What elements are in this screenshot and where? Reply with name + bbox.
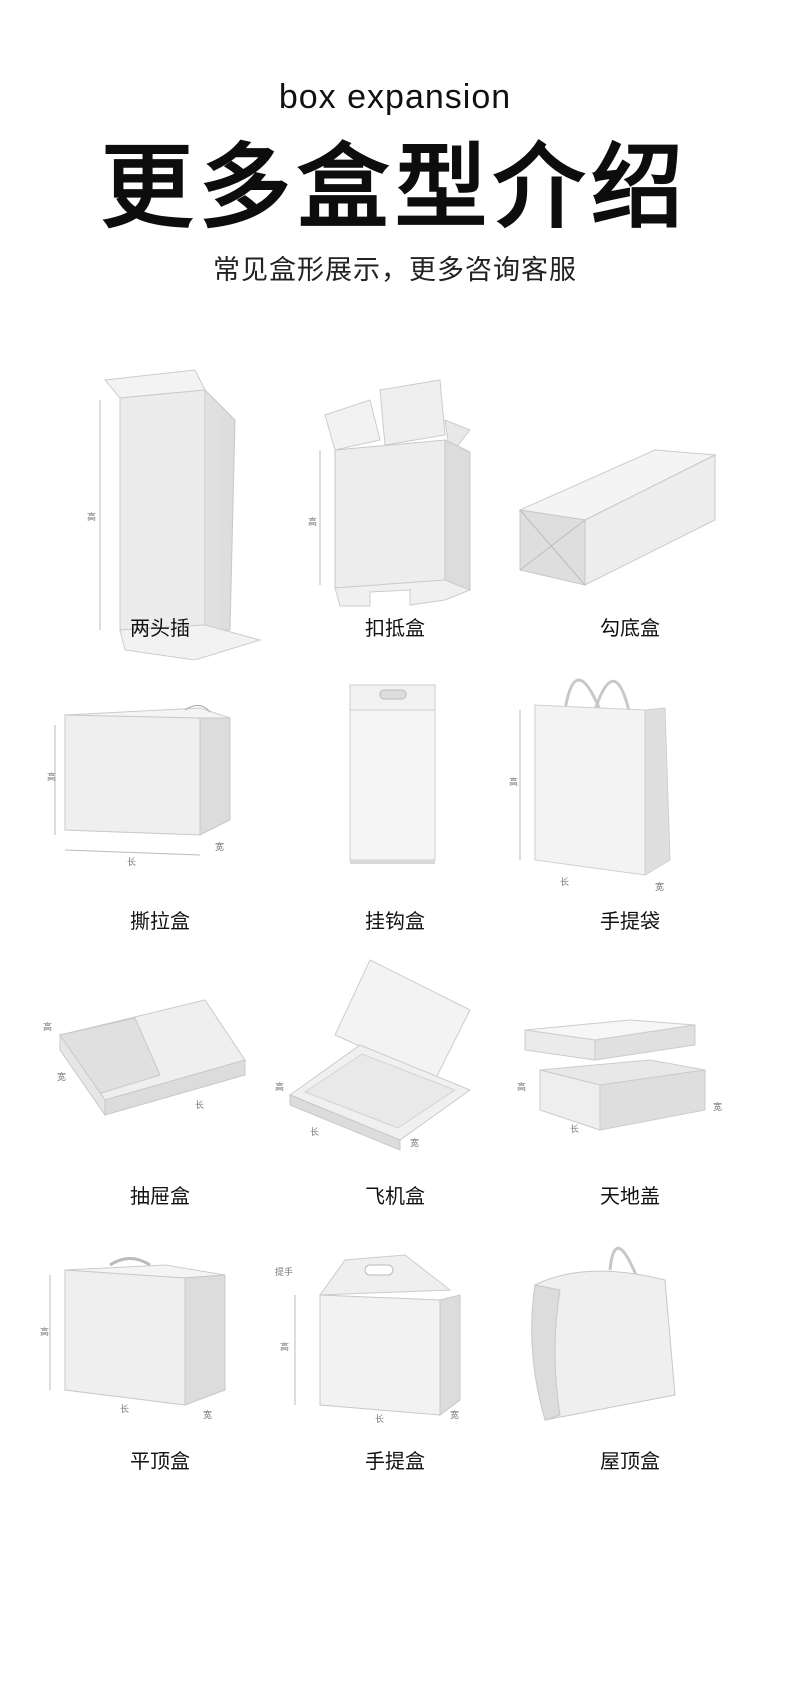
dim-width-label: 宽 bbox=[655, 881, 664, 893]
dim-height-label: 高 bbox=[40, 1326, 49, 1338]
dim-length-label: 长 bbox=[375, 1413, 384, 1425]
dim-height-label: 高 bbox=[87, 511, 96, 523]
box-label: 撕拉盒 bbox=[130, 909, 190, 933]
box-item-paper-bag: 高 长 宽 手提袋 bbox=[505, 660, 755, 960]
lock-bottom-box-icon: 高 bbox=[308, 379, 472, 607]
box-label: 扣抵盒 bbox=[365, 616, 425, 640]
dim-length-label: 长 bbox=[570, 1123, 579, 1135]
dim-height-label: 高 bbox=[47, 771, 56, 783]
lid-base-box-icon: 高 长 宽 bbox=[517, 1019, 722, 1135]
box-item-lid-base: 高 长 宽 天地盖 bbox=[505, 960, 755, 1220]
dim-length-label: 长 bbox=[560, 876, 569, 888]
flat-top-box-icon: 高 长 宽 bbox=[40, 1257, 226, 1421]
handle-box-icon: 提手 高 长 宽 bbox=[275, 1254, 461, 1425]
box-label: 勾底盒 bbox=[600, 616, 660, 640]
box-item-hanger: 挂钩盒 bbox=[270, 670, 520, 970]
hook-bottom-box-icon bbox=[518, 449, 717, 586]
box-item-lock-bottom: 高 扣抵盒 bbox=[270, 360, 520, 700]
dim-handle-label: 提手 bbox=[275, 1266, 293, 1278]
box-label: 两头插 bbox=[130, 616, 190, 640]
box-item-hook-bottom: 勾底盒 bbox=[505, 360, 755, 700]
dim-length-label: 长 bbox=[310, 1126, 319, 1138]
box-label: 天地盖 bbox=[600, 1184, 660, 1208]
box-label: 手提袋 bbox=[600, 909, 660, 933]
dim-length-label: 长 bbox=[127, 856, 136, 868]
tuck-end-box-icon: 高 bbox=[87, 369, 262, 660]
box-label: 飞机盒 bbox=[365, 1184, 425, 1208]
box-item-tuck-end: 高 两头插 bbox=[35, 360, 285, 700]
paper-bag-icon: 高 长 宽 bbox=[509, 678, 671, 893]
dim-width-label: 宽 bbox=[215, 841, 224, 853]
dim-width-label: 宽 bbox=[713, 1101, 722, 1113]
dim-width-label: 宽 bbox=[450, 1409, 459, 1421]
box-item-mailer: 高 长 宽 飞机盒 bbox=[270, 950, 520, 1220]
box-item-roof: 屋顶盒 bbox=[505, 1230, 755, 1490]
dim-width-label: 宽 bbox=[203, 1409, 212, 1421]
dim-length-label: 长 bbox=[195, 1099, 204, 1111]
dim-height-label: 高 bbox=[275, 1081, 284, 1093]
box-label: 抽屉盒 bbox=[130, 1184, 190, 1208]
dim-length-label: 长 bbox=[120, 1403, 129, 1415]
dim-height-label: 高 bbox=[308, 516, 317, 528]
dim-width-label: 宽 bbox=[410, 1137, 419, 1149]
hanger-box-icon bbox=[349, 684, 436, 864]
dim-height-label: 高 bbox=[509, 776, 518, 788]
box-item-flat-top: 高 长 宽 平顶盒 bbox=[35, 1240, 285, 1490]
page-title: 更多盒型介绍 bbox=[100, 134, 689, 241]
box-item-drawer: 高 宽 长 抽屉盒 bbox=[35, 960, 285, 1220]
box-label: 挂钩盒 bbox=[365, 909, 425, 933]
drawer-box-icon: 高 宽 长 bbox=[43, 999, 246, 1117]
box-label: 屋顶盒 bbox=[600, 1449, 660, 1473]
box-item-tear-strip: 高 长 宽 撕拉盒 bbox=[35, 670, 285, 970]
box-item-handle: 提手 高 长 宽 手提盒 bbox=[270, 1240, 520, 1490]
dim-width-label: 宽 bbox=[57, 1071, 66, 1083]
subtitle-english: box expansion bbox=[278, 78, 512, 116]
roof-box-icon bbox=[531, 1246, 676, 1421]
dim-height-label: 高 bbox=[517, 1081, 526, 1093]
dim-height-label: 高 bbox=[280, 1341, 289, 1353]
mailer-box-icon: 高 长 宽 bbox=[275, 959, 472, 1151]
tagline: 常见盒形展示，更多咨询客服 bbox=[213, 255, 577, 286]
box-label: 手提盒 bbox=[365, 1449, 425, 1473]
tear-strip-box-icon: 高 长 宽 bbox=[47, 705, 231, 868]
box-label: 平顶盒 bbox=[130, 1449, 190, 1473]
dim-height-label: 高 bbox=[43, 1021, 52, 1033]
